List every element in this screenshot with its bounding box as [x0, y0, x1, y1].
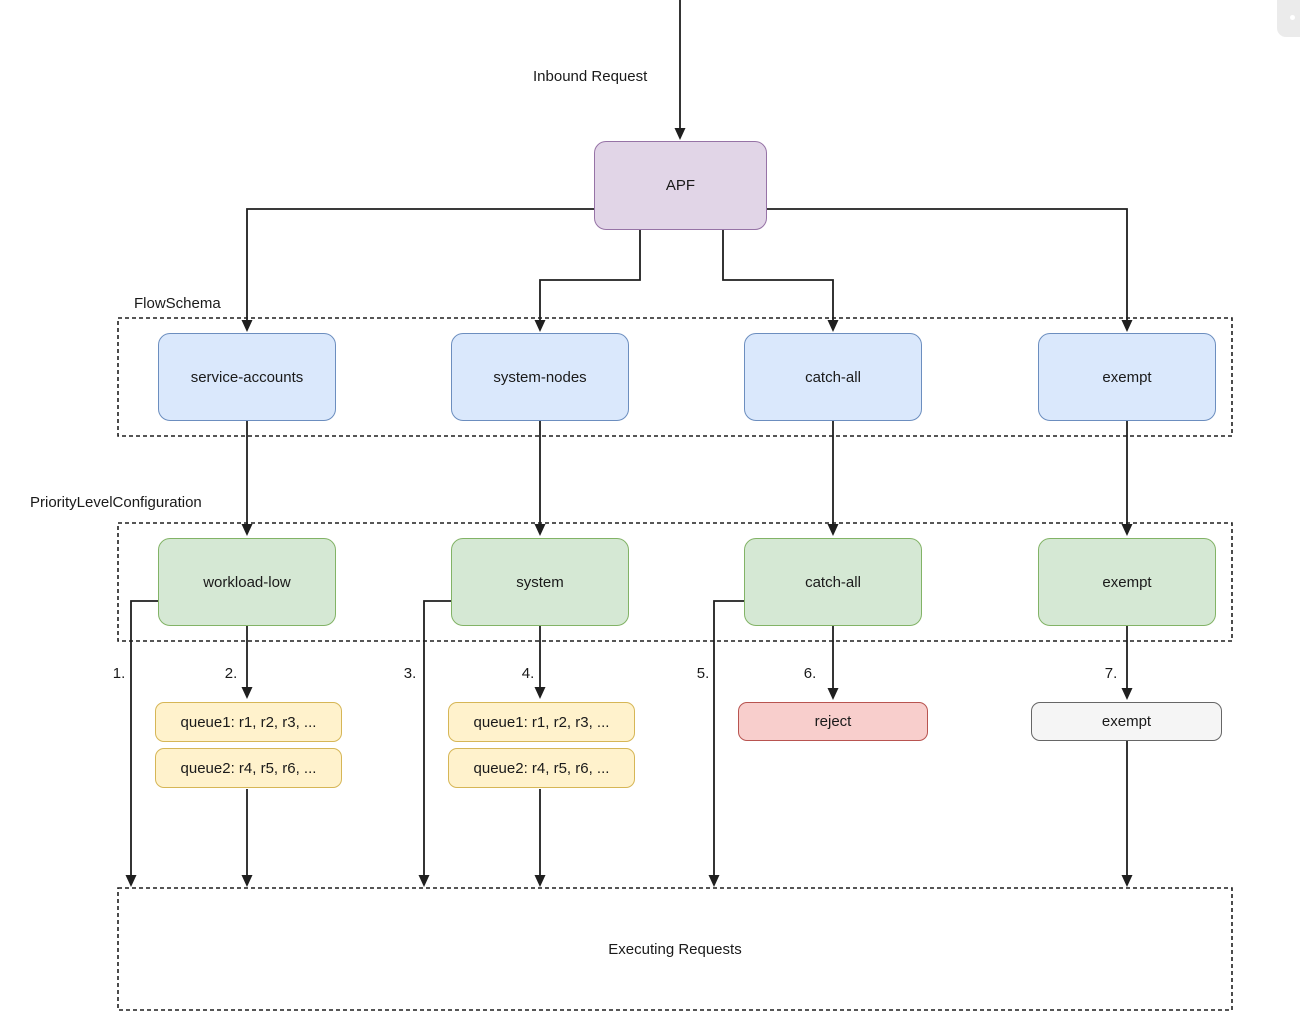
edge-apf-to-service-accounts — [246, 208, 594, 320]
arrowhead — [534, 875, 546, 887]
node-label: catch-all — [805, 368, 861, 386]
edge-catch-all-to-executing — [713, 600, 744, 875]
node-apf-label: APF — [665, 177, 696, 194]
step-number-1: 1. — [112, 665, 126, 682]
queue-box-workload-low-1: queue1: r1, r2, r3, ... — [155, 702, 342, 742]
step-number-7: 7. — [1104, 665, 1118, 682]
node-priority-system: system — [451, 538, 629, 626]
arrowhead — [125, 875, 137, 887]
node-priority-catch-all: catch-all — [744, 538, 922, 626]
queue-box-workload-low-2: queue2: r4, r5, r6, ... — [155, 748, 342, 788]
node-label: service-accounts — [190, 368, 304, 386]
step-number-6: 6. — [803, 665, 817, 682]
arrowhead — [1121, 875, 1133, 887]
node-flowschema-exempt: exempt — [1038, 333, 1216, 421]
node-label: exempt — [1102, 573, 1152, 591]
inbound-request-label: Inbound Request — [533, 68, 648, 85]
executing-group-outline — [117, 887, 1233, 1011]
queue-label: queue1: r1, r2, r3, ... — [180, 713, 317, 731]
node-label: system — [516, 573, 564, 591]
queue-label: queue1: r1, r2, r3, ... — [473, 713, 610, 731]
arrowhead — [708, 875, 720, 887]
node-label: catch-all — [805, 573, 861, 591]
arrowhead — [1121, 688, 1133, 700]
executing-requests-label: Executing Requests — [608, 940, 742, 958]
arrowhead — [1121, 524, 1133, 536]
edge-system-to-executing — [423, 600, 453, 875]
step-number-5: 5. — [696, 665, 710, 682]
queue-box-system-2: queue2: r4, r5, r6, ... — [448, 748, 635, 788]
arrowhead — [827, 320, 839, 332]
edge-apf-to-system-nodes — [539, 230, 641, 320]
queue-box-system-1: queue1: r1, r2, r3, ... — [448, 702, 635, 742]
queue-label: queue2: r4, r5, r6, ... — [180, 759, 317, 777]
arrowhead — [827, 524, 839, 536]
node-flowschema-system-nodes: system-nodes — [451, 333, 629, 421]
node-label: workload-low — [203, 573, 291, 591]
flowschema-group-label: FlowSchema — [134, 295, 221, 312]
arrowhead — [534, 524, 546, 536]
arrowhead — [241, 687, 253, 699]
node-exempt-outcome: exempt — [1031, 702, 1222, 741]
step-number-2: 2. — [224, 665, 238, 682]
arrowhead — [534, 320, 546, 332]
edge-apf-to-exempt-fs — [767, 208, 1128, 320]
node-label: system-nodes — [493, 368, 587, 386]
arrowhead — [827, 688, 839, 700]
node-priority-workload-low: workload-low — [158, 538, 336, 626]
step-number-3: 3. — [403, 665, 417, 682]
arrowhead — [241, 875, 253, 887]
step-number-4: 4. — [521, 665, 535, 682]
node-priority-exempt: exempt — [1038, 538, 1216, 626]
node-label: exempt — [1102, 368, 1152, 386]
overflow-button[interactable] — [1277, 0, 1300, 37]
executing-requests-box: Executing Requests — [118, 888, 1232, 1010]
arrowhead — [418, 875, 430, 887]
node-flowschema-catch-all: catch-all — [744, 333, 922, 421]
arrowhead — [534, 687, 546, 699]
node-label: exempt — [1101, 713, 1152, 730]
edge-workload-low-to-executing — [130, 600, 160, 875]
flowschema-group-outline — [117, 317, 1233, 437]
arrowhead — [241, 320, 253, 332]
arrowhead — [1121, 320, 1133, 332]
more-horizontal-icon — [1290, 15, 1295, 20]
queue-label: queue2: r4, r5, r6, ... — [473, 759, 610, 777]
node-flowschema-service-accounts: service-accounts — [158, 333, 336, 421]
node-reject: reject — [738, 702, 928, 741]
node-label: reject — [814, 713, 852, 730]
prioritylevel-group-label: PriorityLevelConfiguration — [30, 494, 202, 511]
arrowhead — [674, 128, 686, 140]
arrowhead — [241, 524, 253, 536]
edge-apf-to-catch-all-fs — [722, 230, 834, 320]
prioritylevel-group-outline — [117, 522, 1233, 642]
node-apf: APF — [594, 141, 767, 230]
